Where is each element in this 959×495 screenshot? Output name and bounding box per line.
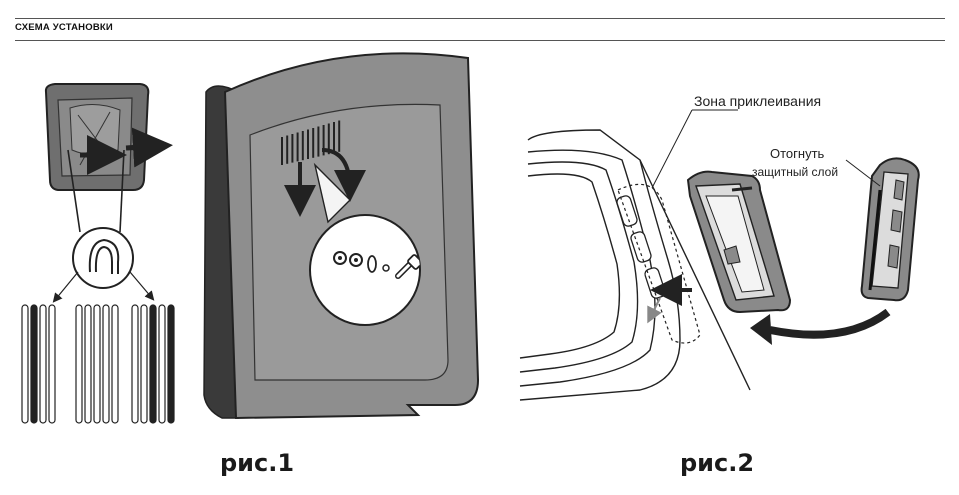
grille-slot xyxy=(131,304,139,424)
grille-slot xyxy=(102,304,110,424)
figure1-clip-magnifier xyxy=(72,227,134,289)
figure2-curved-arrow xyxy=(769,308,891,339)
figure1-bracket xyxy=(44,83,150,233)
figure2-gray-arrow xyxy=(647,297,662,324)
figure2-peel-label-line2: защитный слой xyxy=(752,165,839,179)
figure2-peel-pointer xyxy=(845,159,881,187)
figure2-glue-zone xyxy=(616,183,701,344)
figure1-arrow-right xyxy=(125,127,173,168)
header-title: СХЕМА УСТАНОВКИ xyxy=(15,22,113,33)
grille-slot xyxy=(75,304,83,424)
grille-slot xyxy=(111,304,119,424)
figure2-clip-front xyxy=(686,170,792,314)
grille-slot xyxy=(21,304,29,424)
grille-slot xyxy=(167,304,175,424)
figure1-pointer-left xyxy=(52,271,79,303)
figure2-zone-label: Зона приклеивания xyxy=(694,93,822,109)
figure1-grille-slots xyxy=(21,304,175,424)
grille-slot xyxy=(140,304,148,424)
figure1-label: рис.1 xyxy=(220,449,295,477)
figure2-label: рис.2 xyxy=(680,449,755,477)
header-bottom-rule xyxy=(15,40,945,41)
grille-slot xyxy=(48,304,56,424)
grille-slot xyxy=(93,304,101,424)
figure2-zone-pointer xyxy=(651,109,693,189)
figure2-frame xyxy=(519,129,751,401)
figure1-screw-magnifier xyxy=(309,214,421,326)
figure2-peel-label-line1: Отогнуть xyxy=(770,146,825,161)
header-top-rule xyxy=(15,18,945,19)
grille-slot xyxy=(84,304,92,424)
grille-slot xyxy=(149,304,157,424)
figure2-clip-back xyxy=(860,157,920,302)
figure1-panel-arrow-right xyxy=(321,148,366,202)
grille-slot xyxy=(39,304,47,424)
figure1-pointer-right xyxy=(129,271,155,301)
grille-slot xyxy=(30,304,38,424)
grille-slot xyxy=(158,304,166,424)
